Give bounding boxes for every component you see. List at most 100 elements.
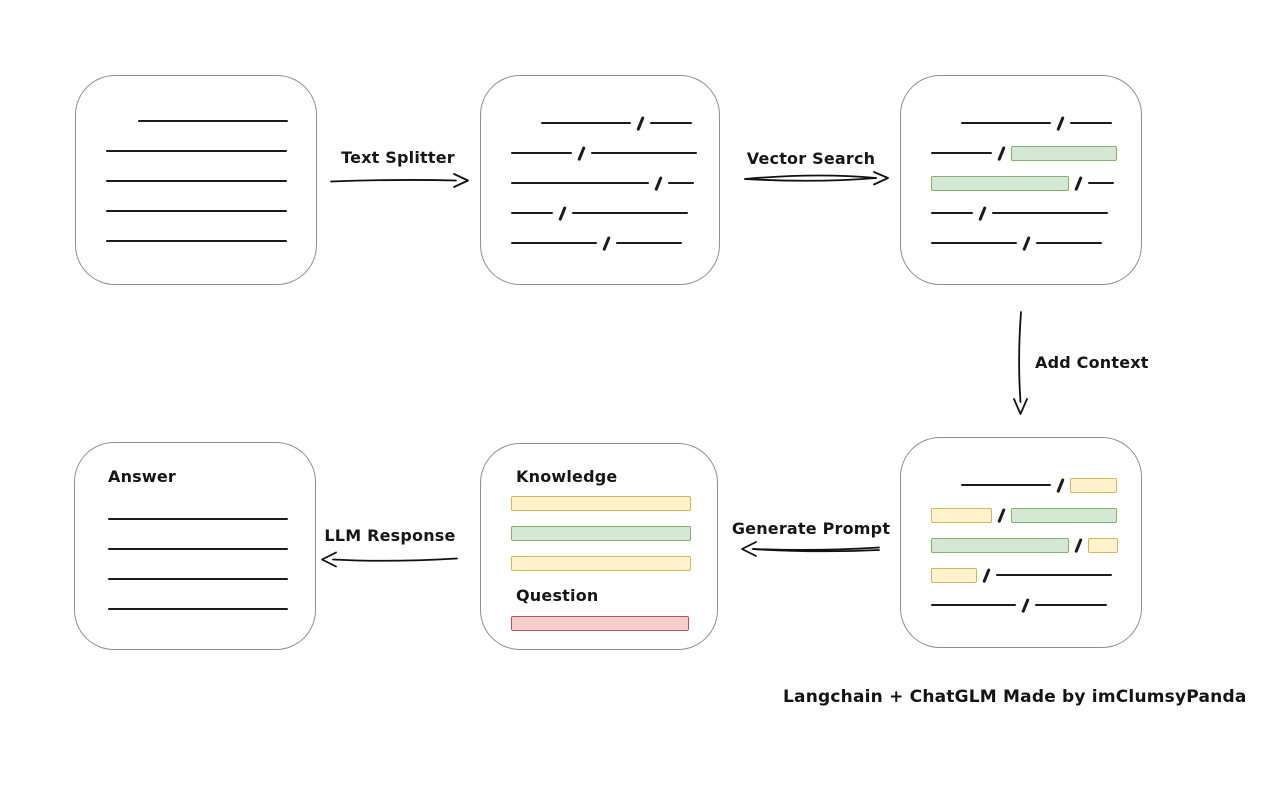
text-line	[1087, 182, 1114, 184]
knowledge-bars	[511, 488, 747, 578]
text-splitter-label: Text Splitter	[341, 148, 455, 167]
text-row	[901, 470, 1141, 500]
split-text-lines	[481, 108, 719, 258]
text-line	[541, 122, 631, 124]
green-highlight-bar	[931, 175, 1069, 191]
text-line	[511, 152, 572, 154]
slash-separator	[636, 115, 645, 131]
text-line	[138, 120, 288, 122]
knowledge-label: Knowledge	[516, 467, 618, 486]
answer-box: Answer	[74, 442, 316, 650]
slash-separator	[602, 235, 611, 251]
document-lines	[76, 106, 316, 256]
text-line	[571, 212, 688, 214]
text-row	[108, 594, 348, 624]
text-line	[106, 150, 287, 152]
prompt-box: Knowledge Question	[480, 443, 718, 650]
text-line	[1069, 122, 1112, 124]
text-line	[511, 182, 649, 184]
text-line	[615, 242, 682, 244]
text-row	[481, 228, 719, 258]
text-row	[511, 608, 747, 638]
text-line	[511, 212, 553, 214]
text-row	[901, 560, 1141, 590]
text-line	[961, 122, 1051, 124]
text-row	[901, 590, 1141, 620]
text-row	[481, 108, 719, 138]
source-document-box	[75, 75, 317, 285]
slash-separator	[997, 145, 1006, 161]
llm-response-label: LLM Response	[324, 526, 456, 545]
slash-separator	[654, 175, 663, 191]
credit-text: Langchain + ChatGLM Made by imClumsyPand…	[783, 687, 1247, 707]
text-row	[901, 108, 1141, 138]
vector-search-label: Vector Search	[746, 149, 876, 168]
green-highlight-bar	[931, 537, 1069, 553]
text-line	[108, 608, 288, 610]
split-text-box	[480, 75, 720, 285]
answer-label: Answer	[108, 467, 177, 486]
text-line	[108, 548, 288, 550]
yellow-highlight-bar	[931, 567, 977, 583]
text-line	[649, 122, 692, 124]
question-bar	[511, 608, 747, 638]
slash-separator	[978, 205, 987, 221]
generate-prompt-label: Generate Prompt	[731, 519, 891, 538]
text-line	[931, 152, 992, 154]
text-row	[901, 168, 1141, 198]
llm-response-arrow-icon	[321, 551, 458, 568]
text-row	[901, 228, 1141, 258]
slash-separator	[1074, 537, 1083, 553]
text-row	[108, 534, 348, 564]
slash-separator	[1074, 175, 1083, 191]
text-line	[961, 484, 1051, 486]
question-label: Question	[516, 586, 599, 605]
text-line	[106, 180, 287, 182]
slash-separator	[997, 507, 1006, 523]
text-row	[901, 500, 1141, 530]
context-chunk-lines	[901, 470, 1141, 620]
green-highlight-bar	[511, 525, 691, 541]
text-row	[901, 198, 1141, 228]
add-context-arrow-icon	[1013, 311, 1028, 415]
slash-separator	[982, 567, 991, 583]
slash-separator	[1021, 597, 1030, 613]
text-row	[108, 504, 348, 534]
yellow-highlight-bar	[1087, 537, 1118, 553]
yellow-highlight-bar	[511, 495, 691, 511]
text-row	[481, 138, 719, 168]
text-row	[901, 530, 1141, 560]
vector-search-arrow-icon	[744, 171, 889, 186]
text-row	[511, 518, 747, 548]
red-highlight-bar	[511, 615, 689, 631]
text-line	[106, 210, 287, 212]
slash-separator	[1056, 115, 1065, 131]
text-row	[108, 564, 348, 594]
text-line	[511, 242, 597, 244]
text-line	[108, 518, 288, 520]
slash-separator	[577, 145, 586, 161]
context-chunks-box	[900, 437, 1142, 648]
text-line	[667, 182, 694, 184]
text-line	[931, 212, 973, 214]
text-line	[108, 578, 288, 580]
search-result-lines	[901, 108, 1141, 258]
text-row	[511, 488, 747, 518]
text-row	[76, 136, 316, 166]
text-row	[511, 548, 747, 578]
text-line	[931, 242, 1017, 244]
yellow-highlight-bar	[931, 507, 992, 523]
text-row	[76, 226, 316, 256]
text-line	[590, 152, 697, 154]
slash-separator	[1056, 477, 1065, 493]
text-splitter-arrow-icon	[330, 173, 469, 188]
text-row	[76, 106, 316, 136]
yellow-highlight-bar	[1069, 477, 1117, 493]
text-line	[991, 212, 1108, 214]
slash-separator	[558, 205, 567, 221]
text-line	[106, 240, 287, 242]
green-highlight-bar	[1010, 145, 1117, 161]
text-row	[76, 166, 316, 196]
vector-search-results-box	[900, 75, 1142, 285]
